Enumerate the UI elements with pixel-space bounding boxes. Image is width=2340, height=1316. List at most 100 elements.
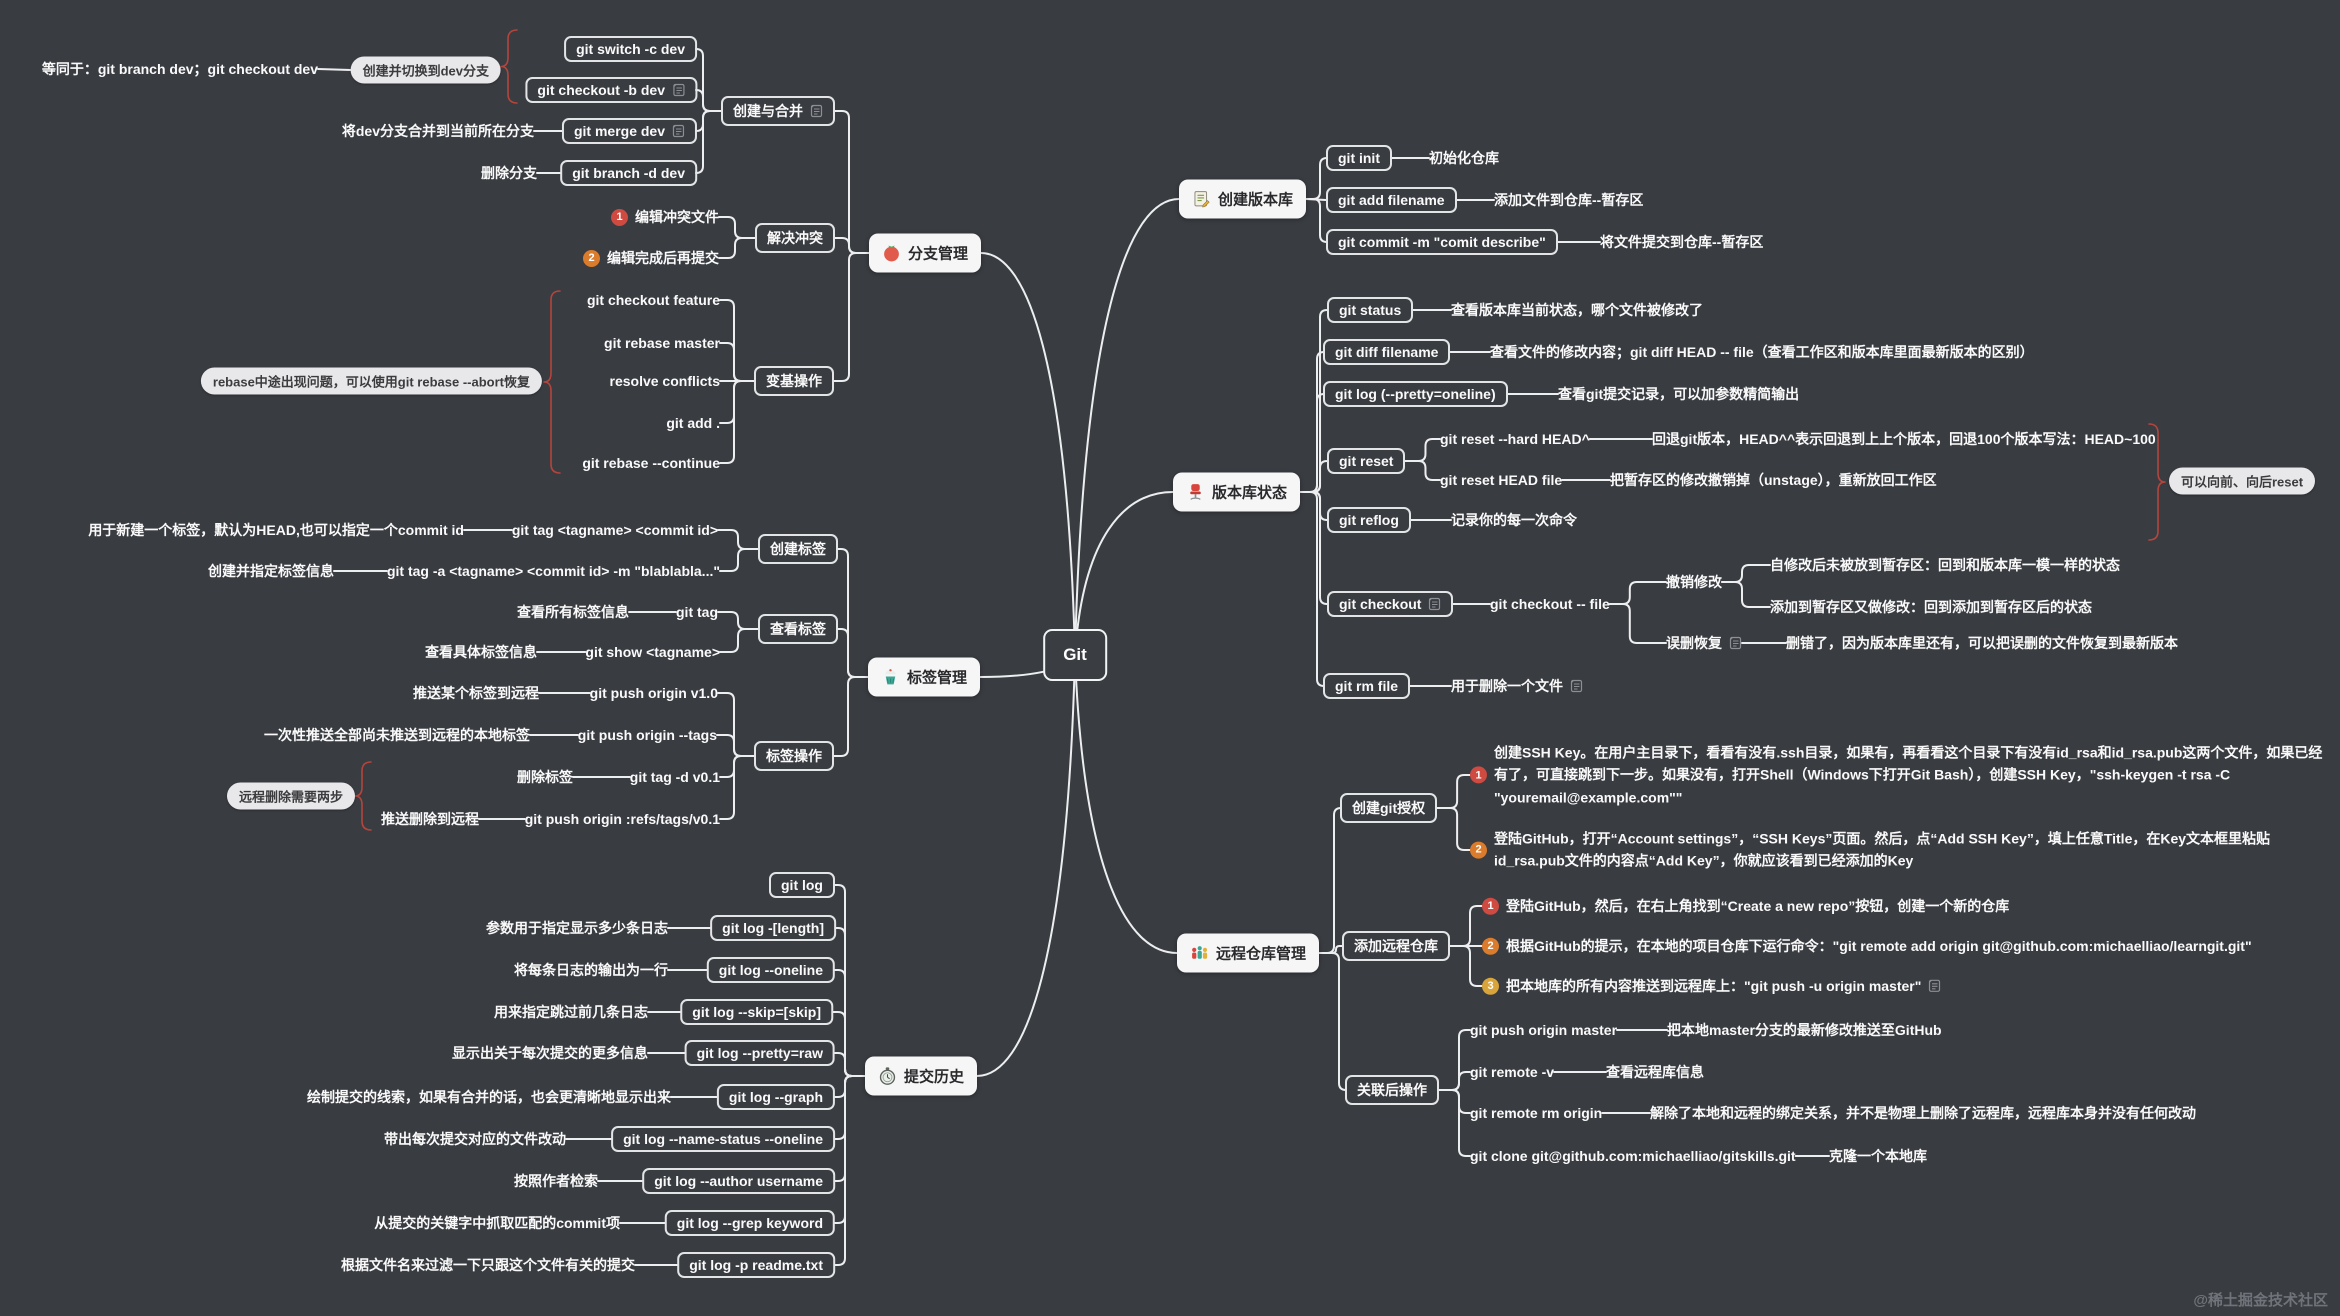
desc-push-tags[interactable]: 一次性推送全部尚未推送到远程的本地标签 bbox=[264, 725, 530, 745]
rebase-3[interactable]: resolve conflicts bbox=[610, 373, 721, 389]
cmd-clone[interactable]: git clone git@github.com:michaelliao/git… bbox=[1470, 1148, 1796, 1164]
desc-rm[interactable]: 用于删除一个文件 bbox=[1451, 676, 1583, 696]
topic-remote[interactable]: 远程仓库管理 bbox=[1177, 933, 1320, 973]
cmd-tag-show[interactable]: git show <tagname> bbox=[585, 644, 720, 660]
desc-commit[interactable]: 将文件提交到仓库--暂存区 bbox=[1600, 232, 1763, 252]
desc-log-author[interactable]: 按照作者检索 bbox=[514, 1171, 598, 1191]
desc-log-oneline[interactable]: 将每条日志的输出为一行 bbox=[514, 960, 668, 980]
cmd-branch-d[interactable]: git branch -d dev bbox=[560, 160, 697, 186]
desc-reset-hard[interactable]: 回退git版本，HEAD^^表示回退到上上个版本，回退100个版本写法：HEAD… bbox=[1652, 429, 2156, 449]
desc-log-grep[interactable]: 从提交的关键字中抓取匹配的commit项 bbox=[374, 1213, 620, 1233]
desc-undo-1[interactable]: 自修改后未被放到暂存区：回到和版本库一模一样的状态 bbox=[1770, 555, 2120, 575]
callout-create-switch[interactable]: 创建并切换到dev分支 bbox=[350, 56, 501, 84]
cmd-switch[interactable]: git switch -c dev bbox=[564, 36, 697, 62]
rebase-1[interactable]: git checkout feature bbox=[587, 292, 720, 308]
desc-log-pretty[interactable]: 显示出关于每次提交的更多信息 bbox=[452, 1043, 648, 1063]
desc-clone[interactable]: 克隆一个本地库 bbox=[1829, 1146, 1927, 1166]
desc-merge[interactable]: 将dev分支合并到当前所在分支 bbox=[342, 121, 534, 141]
callout-remote-del[interactable]: 远程删除需要两步 bbox=[226, 782, 355, 810]
cmd-add[interactable]: git add filename bbox=[1326, 187, 1457, 213]
cmd-remote-rm[interactable]: git remote rm origin bbox=[1470, 1105, 1602, 1121]
node-tag-ops[interactable]: 标签操作 bbox=[754, 741, 834, 771]
cmd-diff[interactable]: git diff filename bbox=[1323, 339, 1451, 365]
cmd-log-skip[interactable]: git log --skip=[skip] bbox=[680, 999, 833, 1025]
desc-push-del[interactable]: 推送删除到远程 bbox=[381, 809, 479, 829]
topic-repo-status[interactable]: 版本库状态 bbox=[1173, 472, 1301, 512]
desc-push-master[interactable]: 把本地master分支的最新修改推送至GitHub bbox=[1667, 1020, 1942, 1040]
cmd-checkout-b[interactable]: git checkout -b dev bbox=[525, 77, 697, 103]
cmd-push-tag[interactable]: git push origin v1.0 bbox=[590, 685, 718, 701]
node-tag-view[interactable]: 查看标签 bbox=[758, 614, 838, 644]
rebase-2[interactable]: git rebase master bbox=[604, 335, 720, 351]
desc-log-skip[interactable]: 用来指定跳过前几条日志 bbox=[494, 1002, 648, 1022]
cmd-log-grep[interactable]: git log --grep keyword bbox=[664, 1210, 835, 1236]
node-resolve[interactable]: 解决冲突 bbox=[755, 223, 835, 253]
desc-log-p[interactable]: 根据文件名来过滤一下只跟这个文件有关的提交 bbox=[341, 1255, 635, 1275]
cmd-init[interactable]: git init bbox=[1326, 145, 1392, 171]
topic-repo-create[interactable]: 创建版本库 bbox=[1179, 179, 1307, 219]
cmd-rm[interactable]: git rm file bbox=[1323, 673, 1411, 699]
desc-status[interactable]: 查看版本库当前状态，哪个文件被修改了 bbox=[1451, 300, 1703, 320]
desc-log-length[interactable]: 参数用于指定显示多少条日志 bbox=[486, 918, 668, 938]
cmd-commit[interactable]: git commit -m "comit describe" bbox=[1326, 229, 1558, 255]
desc-reflog[interactable]: 记录你的每一次命令 bbox=[1451, 510, 1577, 530]
rebase-5[interactable]: git rebase --continue bbox=[582, 455, 720, 471]
desc-remote-v[interactable]: 查看远程库信息 bbox=[1606, 1062, 1704, 1082]
node-restore[interactable]: 误删恢复 bbox=[1666, 633, 1742, 653]
cmd-push-tags[interactable]: git push origin --tags bbox=[578, 727, 717, 743]
desc-reset-head[interactable]: 把暂存区的修改撤销掉（unstage），重新放回工作区 bbox=[1610, 470, 1937, 490]
desc-tag-d[interactable]: 删除标签 bbox=[517, 767, 573, 787]
desc-init[interactable]: 初始化仓库 bbox=[1429, 148, 1499, 168]
callout-rebase-abort[interactable]: rebase中途出现问题，可以使用git rebase --abort恢复 bbox=[200, 367, 542, 395]
cmd-reset-hard[interactable]: git reset --hard HEAD^ bbox=[1440, 431, 1590, 447]
desc-log-pretty-oneline[interactable]: 查看git提交记录，可以加参数精简输出 bbox=[1558, 384, 1799, 404]
node-auth[interactable]: 创建git授权 bbox=[1340, 793, 1438, 823]
node-tag-create[interactable]: 创建标签 bbox=[758, 534, 838, 564]
cmd-tag[interactable]: git tag <tagname> <commit id> bbox=[512, 522, 718, 538]
cmd-push-master[interactable]: git push origin master bbox=[1470, 1022, 1617, 1038]
cmd-log[interactable]: git log bbox=[769, 872, 835, 898]
topic-history[interactable]: 提交历史 bbox=[865, 1056, 978, 1096]
node-create-merge[interactable]: 创建与合并 bbox=[721, 96, 835, 126]
node-after-ops[interactable]: 关联后操作 bbox=[1345, 1075, 1439, 1105]
cmd-log-graph[interactable]: git log --graph bbox=[716, 1084, 835, 1110]
cmd-checkout[interactable]: git checkout bbox=[1327, 591, 1454, 617]
node-rebase[interactable]: 变基操作 bbox=[754, 366, 834, 396]
callout-reset[interactable]: 可以向前、向后reset bbox=[2169, 467, 2316, 495]
cmd-log-name-status[interactable]: git log --name-status --oneline bbox=[611, 1126, 835, 1152]
cmd-log-author[interactable]: git log --author username bbox=[642, 1168, 835, 1194]
cmd-merge[interactable]: git merge dev bbox=[561, 118, 697, 144]
cmd-tag-list[interactable]: git tag bbox=[676, 604, 718, 620]
topic-tag[interactable]: 标签管理 bbox=[868, 657, 981, 697]
desc-restore[interactable]: 删错了，因为版本库里还有，可以把误删的文件恢复到最新版本 bbox=[1786, 633, 2178, 653]
cmd-tag-d[interactable]: git tag -d v0.1 bbox=[630, 769, 720, 785]
desc-undo-2[interactable]: 添加到暂存区又做修改：回到添加到暂存区后的状态 bbox=[1770, 597, 2092, 617]
desc-remote-rm[interactable]: 解除了本地和远程的绑定关系，并不是物理上删除了远程库，远程库本身并没有任何改动 bbox=[1650, 1103, 2196, 1123]
rebase-4[interactable]: git add . bbox=[666, 415, 720, 431]
desc-log-graph[interactable]: 绘制提交的线索，如果有合并的话，也会更清晰地显示出来 bbox=[307, 1087, 671, 1107]
cmd-reset[interactable]: git reset bbox=[1327, 448, 1406, 474]
cmd-reflog[interactable]: git reflog bbox=[1327, 507, 1411, 533]
desc-tag-list[interactable]: 查看所有标签信息 bbox=[517, 602, 629, 622]
cmd-log-oneline[interactable]: git log --oneline bbox=[706, 957, 835, 983]
desc-diff[interactable]: 查看文件的修改内容；git diff HEAD -- file（查看工作区和版本… bbox=[1490, 342, 2034, 362]
desc-log-name-status[interactable]: 带出每次提交对应的文件改动 bbox=[384, 1129, 566, 1149]
desc-tag[interactable]: 用于新建一个标签，默认为HEAD,也可以指定一个commit id bbox=[88, 520, 464, 540]
cmd-log-p[interactable]: git log -p readme.txt bbox=[677, 1252, 835, 1278]
cmd-log-length[interactable]: git log -[length] bbox=[710, 915, 836, 941]
desc-tag-a[interactable]: 创建并指定标签信息 bbox=[208, 561, 334, 581]
desc-del-branch[interactable]: 删除分支 bbox=[481, 163, 537, 183]
cmd-checkout-file[interactable]: git checkout -- file bbox=[1490, 596, 1610, 612]
node-undo[interactable]: 撤销修改 bbox=[1666, 572, 1722, 592]
topic-branch[interactable]: 分支管理 bbox=[869, 233, 982, 273]
cmd-log-pretty[interactable]: git log --pretty=raw bbox=[684, 1040, 835, 1066]
cmd-reset-head[interactable]: git reset HEAD file bbox=[1440, 472, 1562, 488]
cmd-remote-v[interactable]: git remote -v bbox=[1470, 1064, 1554, 1080]
